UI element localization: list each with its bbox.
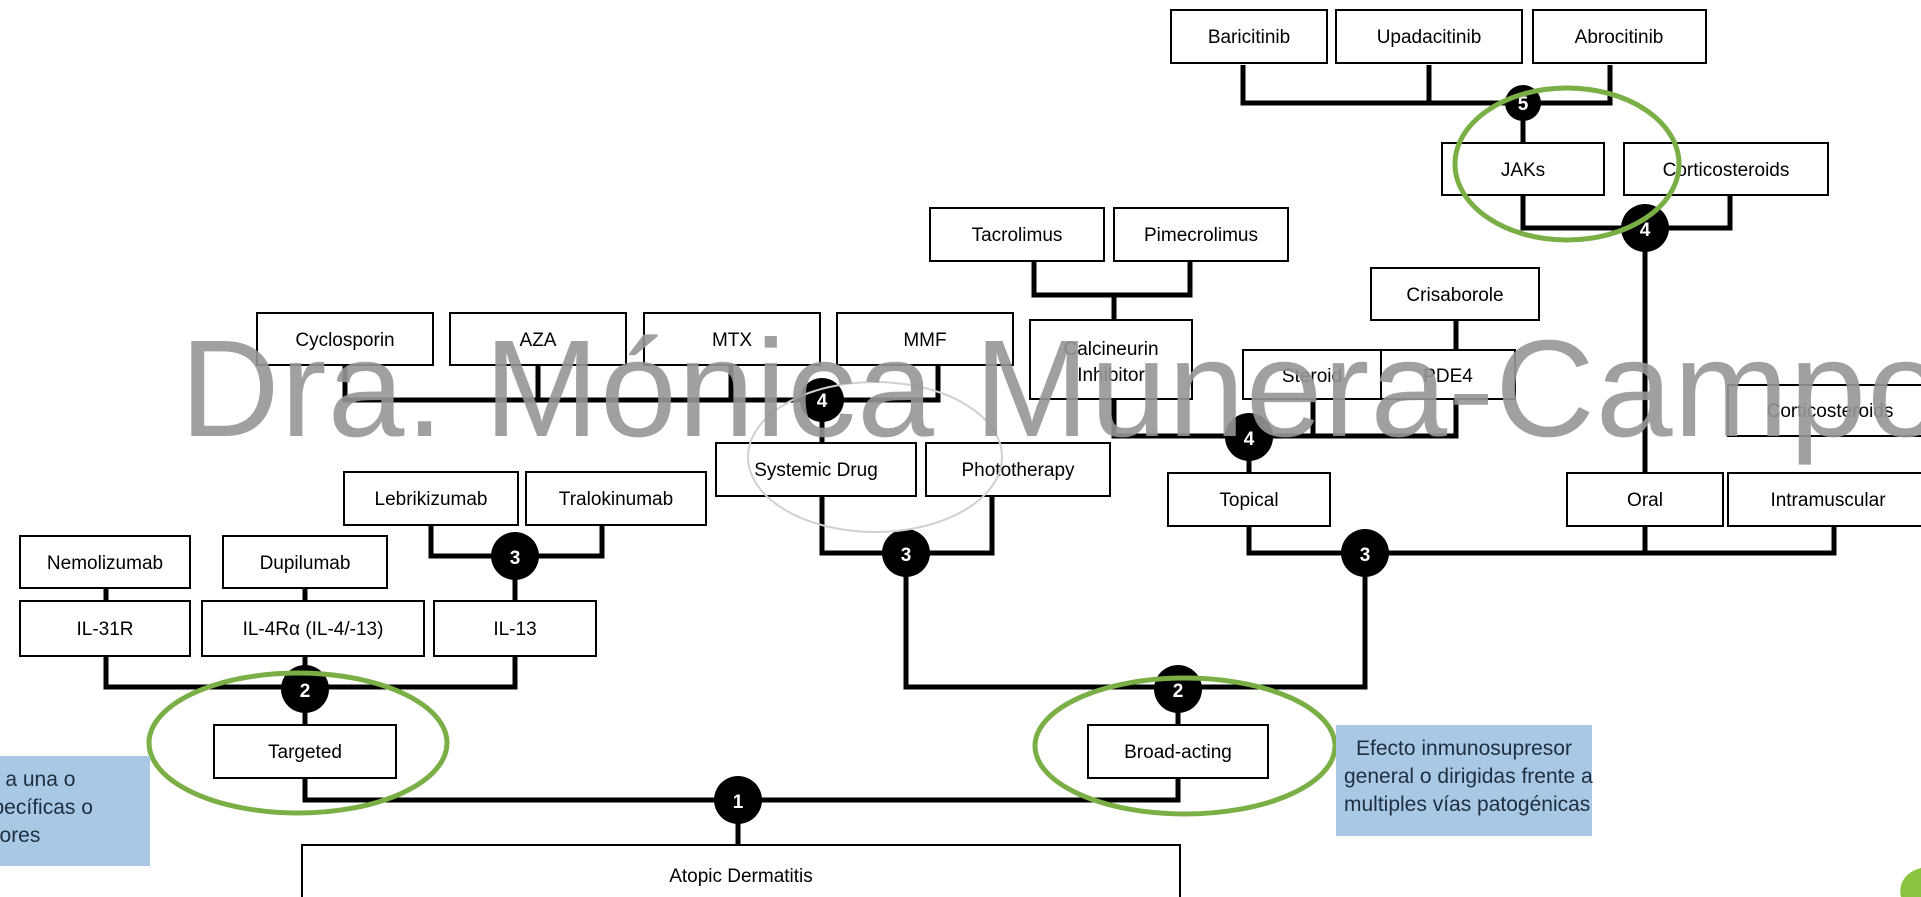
node-mmf-label: MMF [903, 330, 946, 351]
faint-overlay-ring [747, 381, 1003, 533]
level-marker-4-topical: 4 [1225, 413, 1273, 461]
note-line: te a una o [0, 768, 76, 791]
node-cyclosporin-label: Cyclosporin [295, 330, 394, 351]
level-marker-4-oral: 4 [1621, 204, 1669, 252]
level-number: 1 [733, 792, 744, 813]
node-lebrikizumab-box [343, 471, 519, 526]
node-aza-label: AZA [520, 330, 557, 351]
node-il13-label: IL-13 [493, 619, 536, 640]
node-baricitinib-label: Baricitinib [1208, 27, 1290, 48]
node-atopic-dermatitis-box [301, 844, 1181, 897]
node-topical-label: Topical [1219, 490, 1278, 511]
level-marker-3-topical: 3 [1341, 529, 1389, 577]
highlight-ring-jaks [1452, 85, 1682, 243]
node-il13-box [433, 600, 597, 657]
node-mtx-box [643, 312, 821, 366]
level-number: 4 [817, 391, 828, 412]
node-abrocitinib-label: Abrocitinib [1575, 27, 1664, 48]
node-corticosteroids-top-label: Corticosteroids [1663, 160, 1790, 181]
node-mtx-label: MTX [712, 330, 752, 351]
note-line: specíficas o [0, 796, 93, 819]
node-intramuscular-box [1727, 472, 1921, 527]
node-il31r-label: IL-31R [76, 619, 133, 640]
node-il31r-box [19, 600, 191, 657]
node-nemolizumab-label: Nemolizumab [47, 553, 163, 574]
node-crisaborole-label: Crisaborole [1406, 285, 1503, 306]
node-systemic-drug-label: Systemic Drug [754, 460, 878, 481]
node-crisaborole-box [1370, 267, 1540, 321]
node-phototherapy-label: Phototherapy [961, 460, 1075, 481]
node-baricitinib-box [1170, 9, 1328, 64]
node-tralokinumab-box [525, 471, 707, 526]
node-pimecrolimus-box [1113, 207, 1289, 262]
level-number: 4 [1244, 429, 1255, 450]
node-upadacitinib-label: Upadacitinib [1377, 27, 1482, 48]
note-targeted-description: te a una o specíficas o ptores [0, 756, 150, 866]
node-targeted-label: Targeted [268, 742, 342, 763]
highlight-ring-broad-acting [1032, 675, 1338, 817]
node-upadacitinib-box [1335, 9, 1523, 64]
node-broad-acting-box [1087, 724, 1269, 779]
level-marker-2-broad: 2 [1154, 665, 1202, 713]
level-marker-1: 1 [714, 776, 762, 824]
node-il4ra-box [201, 600, 425, 657]
level-marker-4-systemic: 4 [800, 378, 844, 422]
node-oral-box [1566, 472, 1724, 527]
note-line: multiples vías patogénicas [1344, 793, 1591, 816]
tree-labels: Baricitinib Upadacitinib Abrocitinib JAK… [47, 27, 1893, 887]
note-line: ptores [0, 824, 41, 847]
level-marker-2-targeted: 2 [281, 665, 329, 713]
leaf-decoration-icon [1900, 868, 1921, 897]
node-phototherapy-box [925, 442, 1111, 497]
node-aza-box [449, 312, 627, 366]
tree-nodes [19, 9, 1921, 897]
node-steroid-label: Steroid [1282, 366, 1342, 387]
highlight-rings [146, 85, 1682, 817]
node-pimecrolimus-label: Pimecrolimus [1144, 225, 1258, 246]
node-tacrolimus-label: Tacrolimus [972, 225, 1063, 246]
node-lebrikizumab-label: Lebrikizumab [375, 489, 488, 510]
node-intramuscular-label: Intramuscular [1770, 490, 1886, 511]
node-calcineurin-label-line1: Calcineurin [1063, 339, 1158, 360]
highlight-ring-targeted [146, 670, 450, 816]
node-topical-box [1167, 472, 1331, 527]
level-marker-3-systemic: 3 [882, 529, 930, 577]
node-pde4-label: PDE4 [1423, 366, 1473, 387]
level-number: 3 [510, 548, 521, 569]
node-targeted-box [213, 724, 397, 779]
note-line: general o dirigidas frente a [1344, 765, 1593, 788]
node-dupilumab-label: Dupilumab [260, 553, 351, 574]
node-il4ra-label: IL-4Rα (IL-4/-13) [243, 619, 384, 640]
note-broad-acting-description: Efecto inmunosupresor general o dirigida… [1336, 725, 1593, 836]
node-cyclosporin-box [256, 312, 434, 366]
level-number: 2 [300, 681, 311, 702]
node-abrocitinib-box [1532, 9, 1707, 64]
node-mmf-box [836, 312, 1014, 366]
level-marker-3-il13: 3 [491, 532, 539, 580]
node-oral-label: Oral [1627, 490, 1663, 511]
node-nemolizumab-box [19, 535, 191, 589]
node-broad-acting-label: Broad-acting [1124, 742, 1232, 763]
node-tacrolimus-box [929, 207, 1105, 262]
node-calcineurin-label-line2: Inhibitor [1077, 365, 1145, 386]
node-dupilumab-box [222, 535, 388, 589]
node-calcineurin-box [1029, 319, 1193, 400]
node-jaks-label: JAKs [1501, 160, 1545, 181]
level-number: 3 [1360, 545, 1371, 566]
level-number: 4 [1640, 220, 1651, 241]
node-atopic-dermatitis-label: Atopic Dermatitis [669, 866, 813, 887]
node-corticosteroids-top-box [1623, 142, 1829, 196]
node-steroid-box [1242, 349, 1382, 400]
node-corticosteroids-right-label: Corticosteroids [1767, 401, 1894, 422]
level-number: 2 [1173, 681, 1184, 702]
node-pde4-box [1380, 349, 1516, 400]
note-line: Efecto inmunosupresor [1356, 737, 1572, 760]
level-number: 3 [901, 545, 912, 566]
node-tralokinumab-label: Tralokinumab [559, 489, 673, 510]
node-corticosteroids-right-box [1727, 384, 1921, 437]
node-jaks-box [1441, 142, 1605, 196]
level-number: 5 [1518, 94, 1529, 115]
